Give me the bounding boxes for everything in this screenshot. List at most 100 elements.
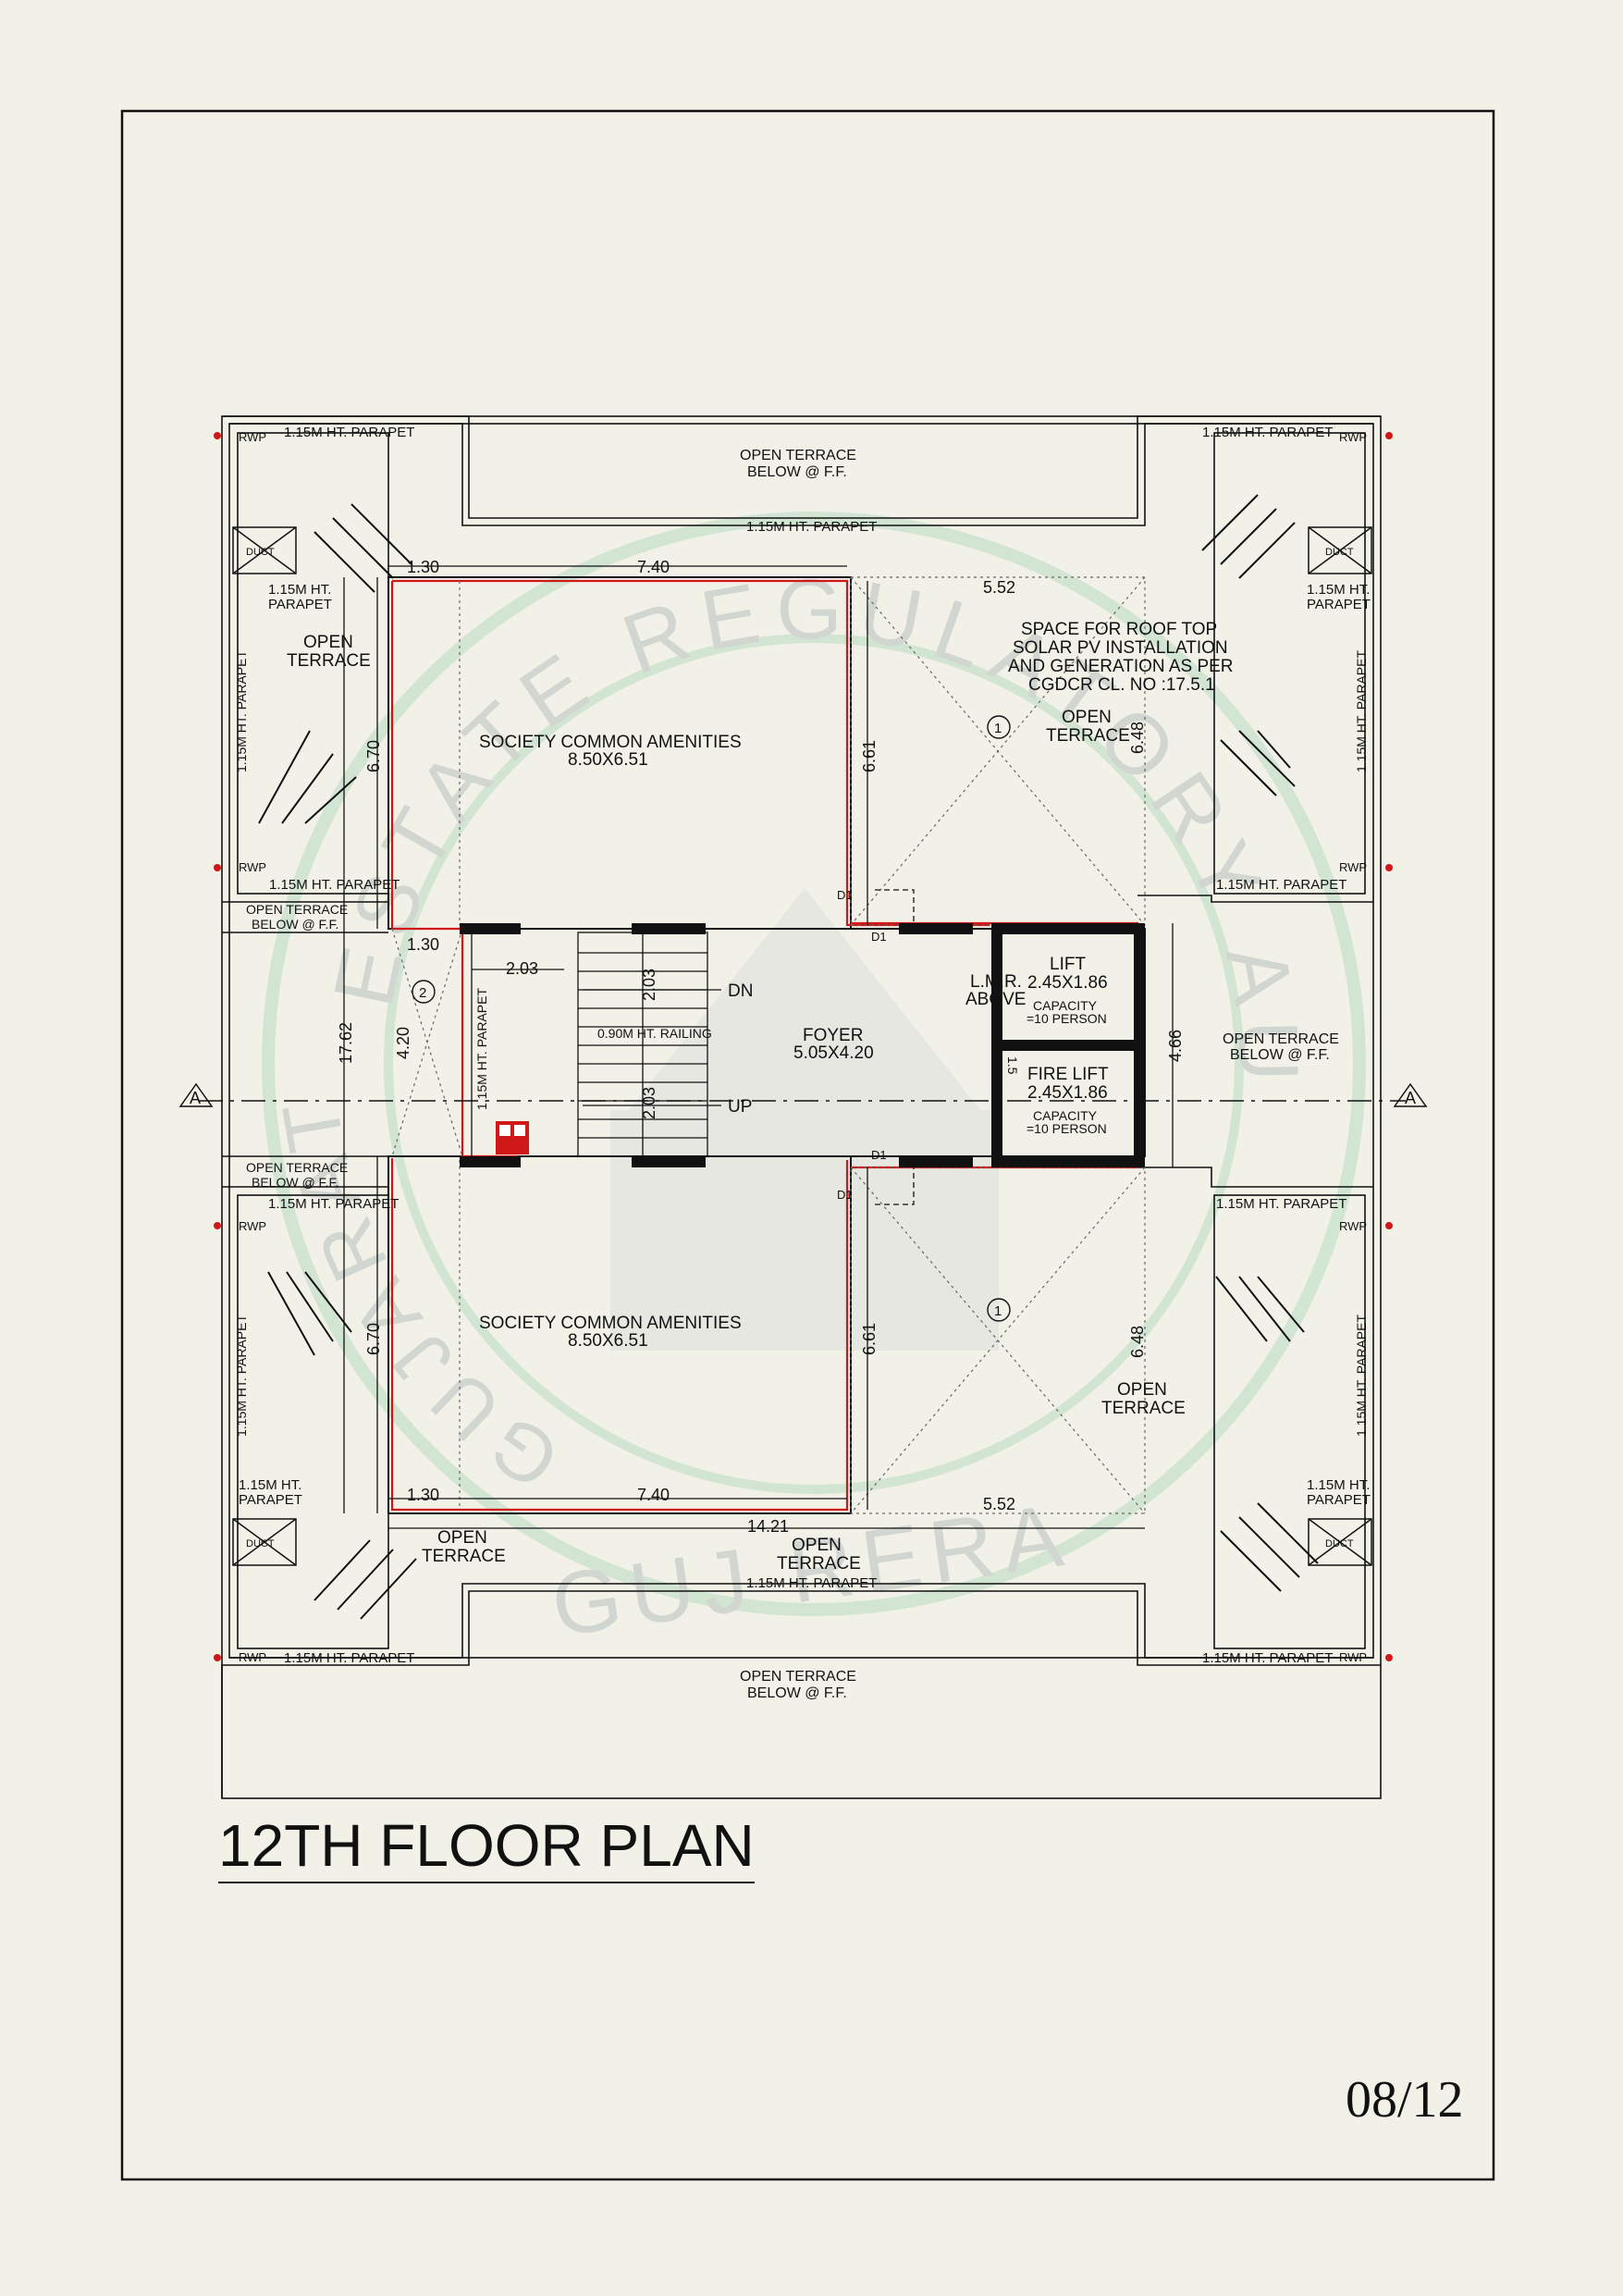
slope-arrows bbox=[258, 494, 1319, 1620]
open-terrace-label: OPEN bbox=[1062, 708, 1112, 727]
parapet-ht-label: PARAPET bbox=[239, 1492, 302, 1508]
dimension-text: 5.52 bbox=[983, 578, 1015, 597]
open-terrace-label: OPEN bbox=[303, 633, 353, 652]
wall-columns bbox=[460, 923, 1145, 1167]
marker-1-text: 1 bbox=[994, 1303, 1002, 1319]
railing-label: 0.90M HT. RAILING bbox=[597, 1026, 712, 1041]
rwp-label: RWP bbox=[239, 1650, 266, 1664]
parapet-vertical-label: 1.15M HT. PARAPET bbox=[234, 1315, 249, 1437]
dimension-text: 2.03 bbox=[506, 959, 538, 978]
marker-1-text: 1 bbox=[994, 721, 1002, 736]
terrace-below-label: BELOW @ F.F. bbox=[747, 1685, 847, 1701]
dimension-lines bbox=[343, 565, 1174, 1529]
dimension-text: 2.03 bbox=[640, 969, 658, 1001]
parapet-label-mid-right: 1.15M HT. PARAPET bbox=[1216, 877, 1346, 893]
dimension-text: 17.62 bbox=[337, 1022, 355, 1064]
foyer-size: 5.05X4.20 bbox=[793, 1043, 874, 1063]
foyer-label: FOYER bbox=[803, 1026, 863, 1045]
solar-note: SOLAR PV INSTALLATION bbox=[1013, 638, 1228, 658]
rwp-label: RWP bbox=[1339, 1219, 1367, 1233]
rwp-markers bbox=[214, 432, 1393, 1661]
lift-size: 2.45X1.86 bbox=[1027, 973, 1108, 993]
parapet-ht-label: PARAPET bbox=[1307, 597, 1371, 612]
terrace-below-label: BELOW @ F.F. bbox=[252, 1175, 338, 1190]
rwp-label: RWP bbox=[239, 430, 266, 444]
dimension-text: 2.03 bbox=[640, 1087, 658, 1119]
parapet-label-top-center: 1.15M HT. PARAPET bbox=[746, 519, 877, 535]
open-terrace-label: TERRACE bbox=[287, 651, 371, 671]
terrace-below-label: OPEN TERRACE bbox=[246, 1160, 348, 1175]
marker-1-bottom bbox=[987, 1298, 1011, 1322]
terrace-below-label: BELOW @ F.F. bbox=[747, 464, 847, 480]
solar-note: AND GENERATION AS PER bbox=[1008, 657, 1234, 676]
amenities-label: SOCIETY COMMON AMENITIES bbox=[479, 733, 742, 752]
rwp-label: RWP bbox=[1339, 430, 1367, 444]
terrace-below-label: OPEN TERRACE bbox=[740, 448, 856, 463]
duct-label: DUCT bbox=[1325, 1538, 1354, 1549]
marker-1-top bbox=[987, 715, 1011, 739]
terrace-below-label: OPEN TERRACE bbox=[246, 902, 348, 917]
dimension-text: 1.30 bbox=[407, 935, 439, 954]
solar-area-diagonals bbox=[391, 576, 1146, 1514]
parapet-label-low-left: 1.15M HT. PARAPET bbox=[268, 1196, 399, 1212]
amenities-label: SOCIETY COMMON AMENITIES bbox=[479, 1314, 742, 1333]
fire-lift-capacity: CAPACITY bbox=[1033, 1108, 1098, 1123]
fire-lift-size: 2.45X1.86 bbox=[1027, 1083, 1108, 1103]
parapet-label-mid-left: 1.15M HT. PARAPET bbox=[269, 877, 400, 893]
parapet-ht-label: 1.15M HT. bbox=[1307, 582, 1370, 598]
lift-capacity: CAPACITY bbox=[1033, 998, 1098, 1013]
duct-box-top-left bbox=[232, 526, 297, 574]
dimension-text: 7.40 bbox=[637, 1486, 670, 1504]
rwp-label: RWP bbox=[239, 860, 266, 874]
duct-label: DUCT bbox=[246, 547, 275, 558]
parapet-label-bottom-center: 1.15M HT. PARAPET bbox=[746, 1575, 877, 1591]
parapet-label-low-right: 1.15M HT. PARAPET bbox=[1216, 1196, 1346, 1212]
dimension-text: 1.30 bbox=[407, 558, 439, 576]
parapet-ht-label: 1.15M HT. bbox=[239, 1477, 301, 1493]
dimension-text: 6.61 bbox=[860, 1323, 879, 1355]
stair-dn-label: DN bbox=[728, 981, 753, 1001]
section-marker-right: A bbox=[1405, 1089, 1416, 1107]
parapet-vertical-label: 1.15M HT. PARAPET bbox=[1354, 1315, 1369, 1437]
doors-d1 bbox=[875, 889, 915, 1205]
marker-2-text: 2 bbox=[419, 985, 426, 1001]
lmr-label: L.M.R. bbox=[970, 972, 1022, 992]
dimension-text: 5.52 bbox=[983, 1495, 1015, 1513]
parapet-label-bottom-right: 1.15M HT. PARAPET bbox=[1202, 1650, 1333, 1666]
open-terrace-label: OPEN bbox=[792, 1536, 842, 1555]
dimension-text: 6.70 bbox=[364, 740, 383, 772]
dimension-text: 6.48 bbox=[1128, 1326, 1147, 1358]
parapet-vertical-label: 1.15M HT. PARAPET bbox=[234, 650, 249, 772]
fire-lift-label: FIRE LIFT bbox=[1027, 1065, 1109, 1084]
door-d1-label: D1 bbox=[837, 1188, 853, 1202]
door-d1-label: D1 bbox=[837, 888, 853, 902]
open-terrace-label: TERRACE bbox=[1101, 1399, 1186, 1418]
open-terrace-label: TERRACE bbox=[1046, 726, 1130, 746]
terrace-below-label: OPEN TERRACE bbox=[740, 1669, 856, 1685]
dimension-text: 7.40 bbox=[637, 558, 670, 576]
rwp-label: RWP bbox=[239, 1219, 266, 1233]
dimension-text: 4.66 bbox=[1166, 1030, 1185, 1062]
terrace-below-label: BELOW @ F.F. bbox=[1230, 1047, 1330, 1063]
duct-label: DUCT bbox=[1325, 547, 1354, 558]
open-terrace-label: OPEN bbox=[437, 1528, 487, 1548]
duct-box-top-right bbox=[1308, 526, 1372, 574]
parapet-label-top-left: 1.15M HT. PARAPET bbox=[284, 425, 414, 440]
section-line-a-a bbox=[178, 1082, 1428, 1107]
dimension-text: 6.70 bbox=[364, 1323, 383, 1355]
rwp-label: RWP bbox=[1339, 860, 1367, 874]
dimension-text: 6.48 bbox=[1128, 722, 1147, 754]
parapet-ht-label: PARAPET bbox=[1307, 1492, 1371, 1508]
dimension-text: 1.5 bbox=[1005, 1056, 1020, 1075]
door-d1-label: D1 bbox=[871, 1148, 887, 1162]
drawing-title: 12TH FLOOR PLAN bbox=[218, 1811, 755, 1883]
amenities-size: 8.50X6.51 bbox=[568, 1331, 648, 1351]
fire-lift-capacity: =10 PERSON bbox=[1027, 1121, 1107, 1136]
duct-box-bottom-left bbox=[232, 1518, 297, 1566]
duct-box-bottom-right bbox=[1308, 1518, 1372, 1566]
open-terrace-label: OPEN bbox=[1117, 1380, 1167, 1400]
dimension-text: 6.61 bbox=[860, 740, 879, 772]
lift-label: LIFT bbox=[1050, 955, 1086, 974]
rwp-label: RWP bbox=[1339, 1650, 1367, 1664]
